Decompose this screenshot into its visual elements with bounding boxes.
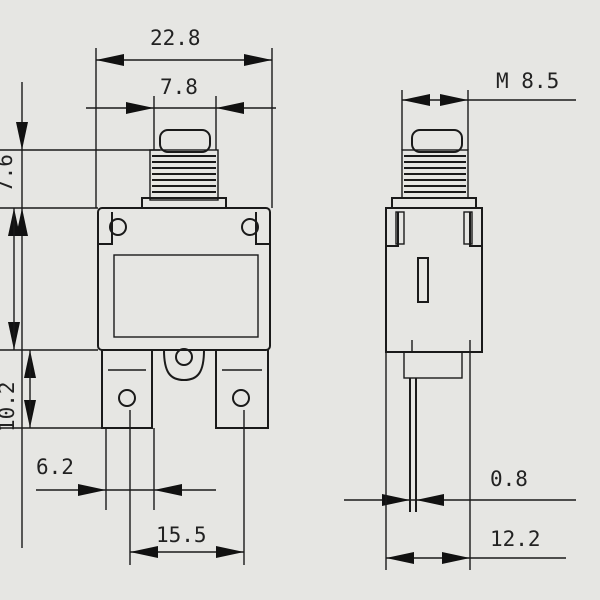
side-thread bbox=[401, 149, 469, 199]
front-body bbox=[97, 207, 271, 351]
front-button-cap bbox=[159, 129, 211, 153]
front-thread bbox=[149, 149, 219, 201]
dim-terminal-height: 10.2 bbox=[0, 381, 19, 432]
side-terminal bbox=[409, 378, 417, 512]
dim-terminal-pitch: 15.5 bbox=[156, 523, 207, 547]
side-view bbox=[385, 129, 483, 512]
front-center-tab bbox=[163, 349, 205, 382]
dim-button-width: 7.8 bbox=[160, 75, 198, 99]
side-slot bbox=[417, 257, 429, 303]
front-mount-hole-right bbox=[241, 218, 259, 236]
dim-terminal-spacing: 6.2 bbox=[36, 455, 74, 479]
front-view bbox=[97, 129, 271, 429]
side-button-cap bbox=[411, 129, 463, 153]
dim-button-height: 7.6 bbox=[0, 154, 17, 192]
dim-overall-width: 22.8 bbox=[150, 26, 201, 50]
dimension-lines bbox=[0, 48, 576, 570]
front-terminal-left bbox=[101, 350, 153, 429]
side-base bbox=[403, 351, 463, 379]
dim-terminal-thickness: 0.8 bbox=[490, 467, 528, 491]
side-collar bbox=[391, 197, 477, 209]
side-body bbox=[385, 207, 483, 353]
dim-side-depth: 12.2 bbox=[490, 527, 541, 551]
dim-thread: M 8.5 bbox=[496, 69, 559, 93]
front-terminal-right bbox=[215, 350, 269, 429]
front-mount-hole-left bbox=[109, 218, 127, 236]
front-label-window bbox=[113, 254, 259, 338]
